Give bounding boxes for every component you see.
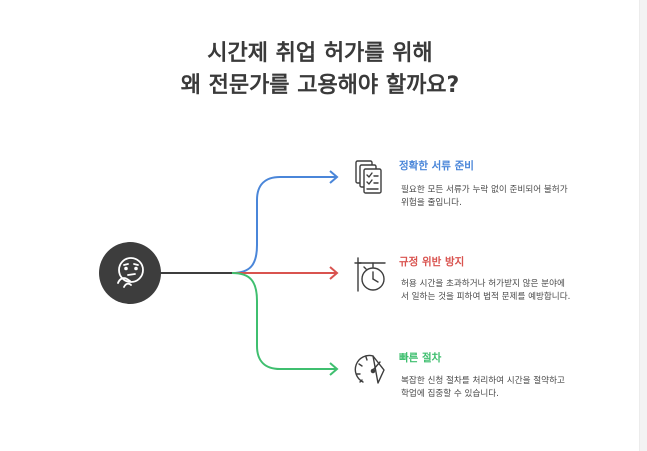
item-desc-1-line-2: 위험을 줄입니다.	[401, 198, 462, 208]
speed-gauge-icon	[354, 354, 385, 384]
item-title-2: 규정 위반 방지	[399, 256, 465, 268]
arrowhead-3	[329, 362, 339, 376]
item-desc-1-line-1: 필요한 모든 서류가 누락 없이 준비되어 불허가	[401, 185, 568, 195]
item-desc-2-line-2: 서 일하는 것을 피하여 법적 문제를 예방합니다.	[401, 292, 571, 302]
item-desc-1: 필요한 모든 서류가 누락 없이 준비되어 불허가 위험을 줄입니다.	[401, 184, 568, 210]
arrowhead-2	[329, 266, 339, 280]
hub-circle	[99, 242, 161, 304]
arrowhead-1	[329, 170, 339, 184]
title-line-1: 시간제 취업 허가를 위해	[207, 41, 433, 66]
scrollbar-track[interactable]	[639, 0, 647, 451]
item-desc-3-line-1: 복잡한 신청 절차를 처리하여 시간을 절약하고	[401, 376, 565, 386]
item-desc-2-line-1: 허용 시간을 초과하거나 허가받지 않은 분야에	[401, 279, 565, 289]
item-desc-2: 허용 시간을 초과하거나 허가받지 않은 분야에 서 일하는 것을 피하여 법적…	[401, 278, 570, 304]
item-desc-3-line-2: 학업에 집중할 수 있습니다.	[401, 389, 499, 399]
documents-checklist-icon	[355, 160, 382, 194]
item-title-3: 빠른 절차	[399, 352, 442, 364]
stopwatch-sign-icon	[354, 257, 386, 292]
item-desc-3: 복잡한 신청 절차를 처리하여 시간을 절약하고 학업에 집중할 수 있습니다.	[401, 375, 565, 401]
branch-line-1	[231, 176, 336, 274]
title-line-2: 왜 전문가를 고용해야 할까요?	[180, 73, 460, 98]
diagram-title: 시간제 취업 허가를 위해 왜 전문가를 고용해야 할까요?	[0, 38, 640, 102]
branch-line-3	[231, 272, 336, 370]
thinking-face-icon	[117, 257, 144, 288]
item-title-1: 정확한 서류 준비	[399, 160, 474, 172]
